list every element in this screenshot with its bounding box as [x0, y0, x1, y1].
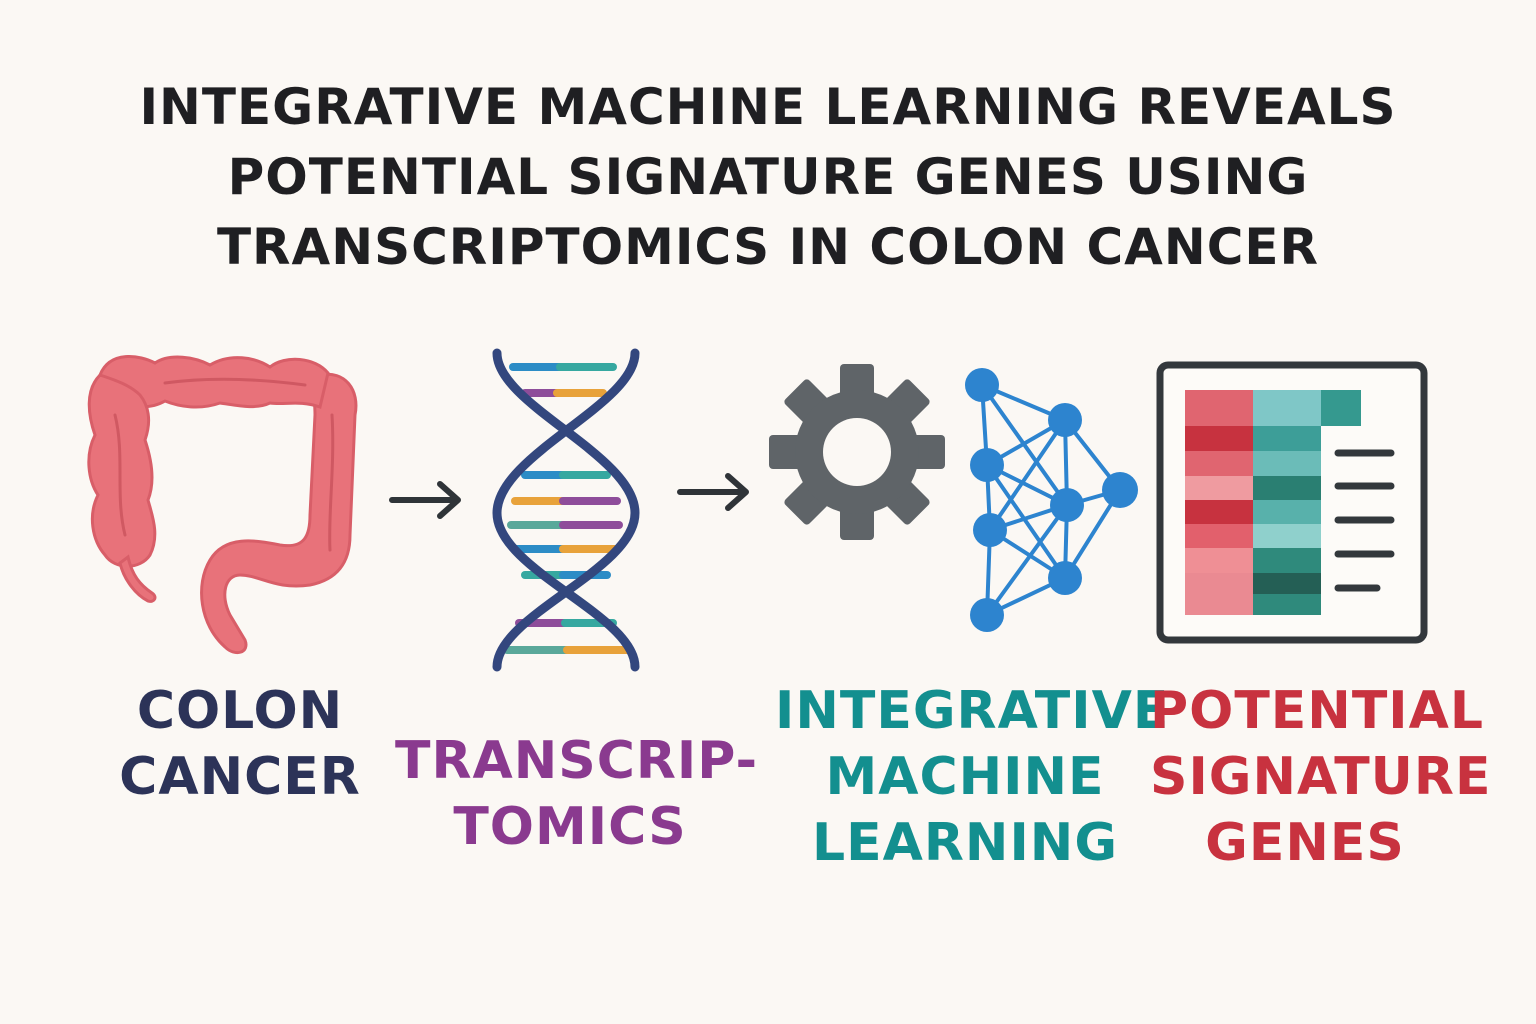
step-label-colon-cancer: COLON CANCER	[80, 678, 400, 810]
label-line: TOMICS	[453, 797, 687, 857]
title-line-3: TRANSCRIPTOMICS IN COLON CANCER	[216, 218, 1320, 276]
step-label-potential-signature-genes: POTENTIAL SIGNATURE GENES	[1150, 678, 1492, 876]
title-line-1: INTEGRATIVE MACHINE LEARNING REVEALS	[139, 78, 1397, 136]
step-label-transcriptomics: TRANSCRIP- TOMICS	[395, 728, 759, 860]
label-line: LEARNING	[811, 813, 1118, 873]
neural-network-icon	[965, 368, 1138, 632]
arrow-right-icon	[389, 481, 461, 519]
gear-neural-network-icon	[769, 364, 1138, 632]
arrow-right-icon	[677, 473, 749, 511]
label-line: CANCER	[119, 747, 361, 807]
page-title: INTEGRATIVE MACHINE LEARNING REVEALS POT…	[0, 72, 1536, 282]
gear-icon	[769, 364, 945, 540]
title-line-2: POTENTIAL SIGNATURE GENES USING	[227, 148, 1309, 206]
dna-helix-icon	[492, 348, 640, 672]
gene-heatmap-icon	[1156, 361, 1428, 644]
label-line: GENES	[1205, 813, 1405, 873]
label-line: SIGNATURE	[1150, 747, 1492, 807]
label-line: INTEGRATIVE	[775, 681, 1170, 741]
label-line: TRANSCRIP-	[395, 731, 759, 791]
label-line: MACHINE	[825, 747, 1105, 807]
label-line: COLON	[136, 681, 344, 741]
step-label-integrative-machine-learning: INTEGRATIVE MACHINE LEARNING	[775, 678, 1170, 876]
label-line: POTENTIAL	[1150, 681, 1485, 741]
colon-icon	[87, 354, 358, 655]
